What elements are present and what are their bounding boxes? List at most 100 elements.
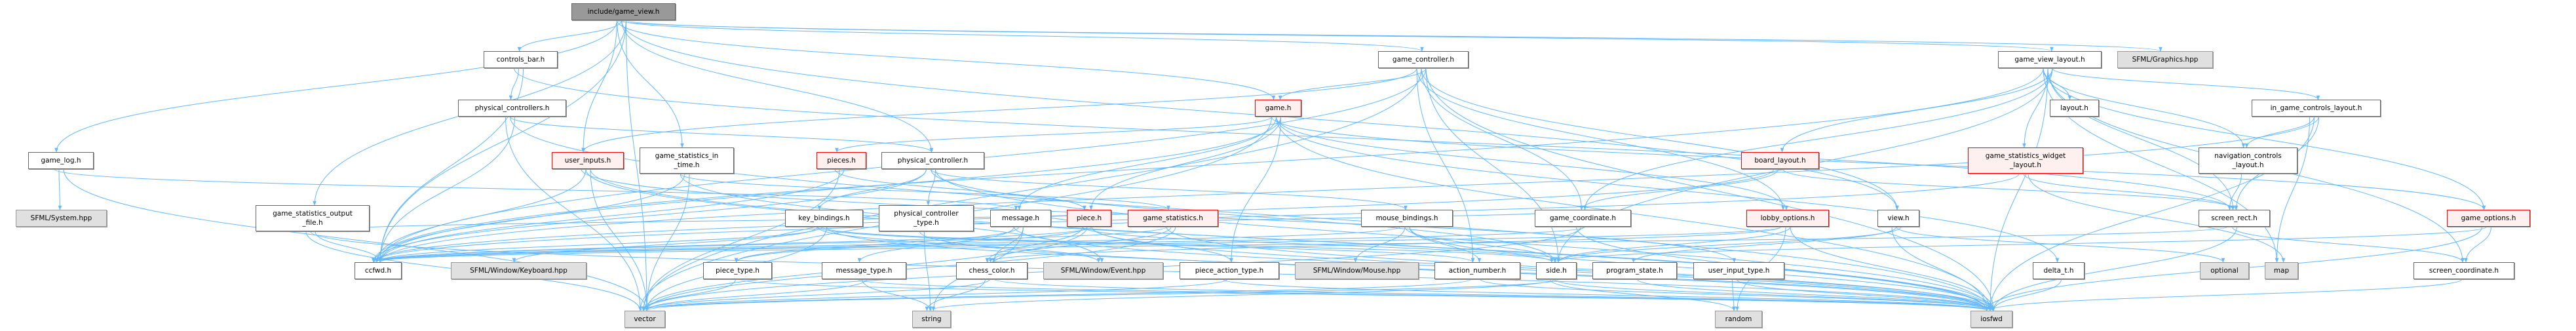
node-program-state[interactable]: program_state.h (1592, 262, 1677, 279)
edge-user_inputs-to-vector (590, 168, 649, 311)
edge-root-to-game_view_layout (626, 20, 2054, 52)
edge-root-to-physical_controller (621, 20, 934, 153)
edge-game-to-lobby_options (1276, 116, 1788, 210)
edge-message-to-chess_color (991, 226, 1024, 263)
node-game-statistics-in-time[interactable]: game_statistics_in _time.h (640, 147, 734, 174)
edge-message_type-to-vector (645, 279, 867, 311)
node-message[interactable]: message.h (990, 210, 1051, 227)
node-game-view-layout[interactable]: game_view_layout.h (1998, 51, 2102, 68)
node-screen-rect[interactable]: screen_rect.h (2199, 210, 2270, 227)
edge-game_log-to-vector (63, 168, 649, 311)
node-root: include/game_view.h (571, 3, 676, 20)
node-view[interactable]: view.h (1877, 210, 1919, 227)
edge-root-to-game (617, 20, 1276, 100)
node-in-game-controls-layout[interactable]: in_game_controls_layout.h (2252, 100, 2381, 117)
node-game-statistics-widget-layout[interactable]: game_statistics_widget _layout.h (1968, 147, 2083, 174)
edge-side-to-string (928, 279, 1555, 311)
edge-side-to-iosfwd (1554, 279, 1992, 311)
edge-piece_action_type-to-vector (642, 279, 1228, 311)
edge-game_view_layout-to-ccfwd (372, 68, 2044, 263)
edge-game-to-piece (1089, 116, 1281, 210)
node-map: map (2265, 262, 2298, 279)
edge-in_game_controls_layout-to-ccfwd (378, 116, 2319, 263)
node-side[interactable]: side.h (1536, 262, 1577, 279)
edge-game_view_layout-to-game_coordinate (1583, 68, 2053, 210)
node-piece-action-type[interactable]: piece_action_type.h (1180, 262, 1279, 279)
edge-game_controller-to-action_number (1416, 68, 1475, 263)
edge-action_number-to-vector (638, 279, 1471, 311)
edge-physical_controller-to-ccfwd (372, 168, 927, 263)
node-user-inputs[interactable]: user_inputs.h (552, 152, 624, 169)
edge-controls_bar-to-physical_controllers (509, 68, 519, 100)
node-physical-controller-type[interactable]: physical_controller _type.h (879, 205, 974, 231)
edge-game_coordinate-to-ccfwd (378, 226, 1586, 263)
node-navigation-controls-layout[interactable]: navigation_controls _layout.h (2199, 147, 2297, 174)
node-game-controller[interactable]: game_controller.h (1378, 51, 1469, 68)
edge-game_controller-to-side (1425, 68, 1560, 263)
node-controls-bar[interactable]: controls_bar.h (484, 51, 558, 68)
node-physical-controller[interactable]: physical_controller.h (881, 152, 984, 169)
node-piece[interactable]: piece.h (1067, 210, 1111, 227)
edge-screen_rect-to-screen_coordinate (2232, 226, 2465, 263)
edge-game_statistics-to-iosfwd (1166, 226, 1989, 311)
edge-root-to-game_controller (621, 20, 1424, 52)
edge-pieces-to-vector (642, 168, 840, 311)
edge-screen_coordinate-to-iosfwd (1988, 279, 2463, 311)
edge-key_bindings-to-sfml_event (817, 226, 1101, 263)
edge-controls_bar-to-screen_rect (514, 68, 2232, 210)
edge-game_statistics-to-ccfwd (372, 226, 1167, 263)
edge-mouse_bindings-to-side (1404, 226, 1557, 263)
node-ccfwd[interactable]: ccfwd.h (355, 262, 402, 279)
node-game-coordinate[interactable]: game_coordinate.h (1535, 210, 1631, 227)
edge-side-to-random (1549, 279, 1736, 311)
node-physical-controllers[interactable]: physical_controllers.h (458, 100, 566, 117)
edge-message-to-piece_type (734, 226, 1019, 263)
edge-lobby_options-to-chess_color (985, 226, 1782, 263)
node-delta-t[interactable]: delta_t.h (2033, 262, 2085, 279)
node-layout[interactable]: layout.h (2050, 100, 2099, 117)
edge-game_view_layout-to-in_game_controls_layout (2052, 68, 2320, 100)
edge-key_bindings-to-action_number (817, 226, 1475, 263)
edge-game_view_layout-to-game_statistics_widget_layout (2022, 68, 2048, 148)
edge-board_layout-to-screen_rect (1782, 168, 2239, 210)
node-game-log[interactable]: game_log.h (28, 152, 94, 169)
edge-game_controller-to-iosfwd (1425, 68, 1995, 311)
node-chess-color[interactable]: chess_color.h (956, 262, 1028, 279)
node-user-input-type[interactable]: user_input_type.h (1693, 262, 1784, 279)
node-pieces[interactable]: pieces.h (817, 152, 866, 169)
edge-game-to-ccfwd (378, 116, 1281, 263)
edge-piece_type-to-vector (642, 279, 736, 311)
node-key-bindings[interactable]: key_bindings.h (785, 210, 863, 227)
edge-game_controller-to-game (1278, 68, 1427, 100)
edge-lobby_options-to-iosfwd (1790, 226, 1995, 311)
edge-delta_t-to-iosfwd (1991, 279, 2062, 311)
edge-chess_color-to-iosfwd (994, 279, 1995, 311)
edge-controls_bar-to-ccfwd (378, 68, 524, 263)
node-sfml-graphics: SFML/Graphics.hpp (2117, 51, 2213, 68)
node-game-statistics-output-file[interactable]: game_statistics_output _file.h (256, 205, 370, 231)
edge-mouse_bindings-to-action_number (1409, 226, 1482, 263)
node-piece-type[interactable]: piece_type.h (703, 262, 772, 279)
edge-physical_controller-to-iosfwd (935, 168, 1995, 311)
node-action-number[interactable]: action_number.h (1434, 262, 1520, 279)
edge-piece-to-chess_color (985, 226, 1083, 263)
edge-lobby_options-to-side (1556, 226, 1791, 263)
node-sfml-system: SFML/System.hpp (16, 210, 107, 227)
node-board-layout[interactable]: board_layout.h (1741, 152, 1819, 169)
node-game-statistics[interactable]: game_statistics.h (1128, 210, 1218, 227)
node-game-options[interactable]: game_options.h (2447, 210, 2530, 227)
edge-physical_controller-to-mouse_bindings (931, 168, 1408, 210)
node-iosfwd: iosfwd (1970, 311, 2012, 328)
edge-game_controller-to-lobby_options (1416, 68, 1785, 210)
edge-view-to-optional (1896, 226, 2225, 263)
edge-game_view_layout-to-screen_rect (2047, 68, 2235, 210)
node-lobby-options[interactable]: lobby_options.h (1746, 210, 1829, 227)
edge-game_options-to-screen_coordinate (2464, 226, 2491, 263)
node-game[interactable]: game.h (1255, 100, 1301, 117)
node-mouse-bindings[interactable]: mouse_bindings.h (1361, 210, 1453, 227)
edge-in_game_controls_layout-to-navigation_controls_layout (2244, 116, 2315, 148)
node-message-type[interactable]: message_type.h (822, 262, 906, 279)
edge-game_view_layout-to-navigation_controls_layout (2043, 68, 2246, 148)
node-screen-coordinate[interactable]: screen_coordinate.h (2413, 262, 2514, 279)
edge-root-to-vector (626, 20, 649, 311)
